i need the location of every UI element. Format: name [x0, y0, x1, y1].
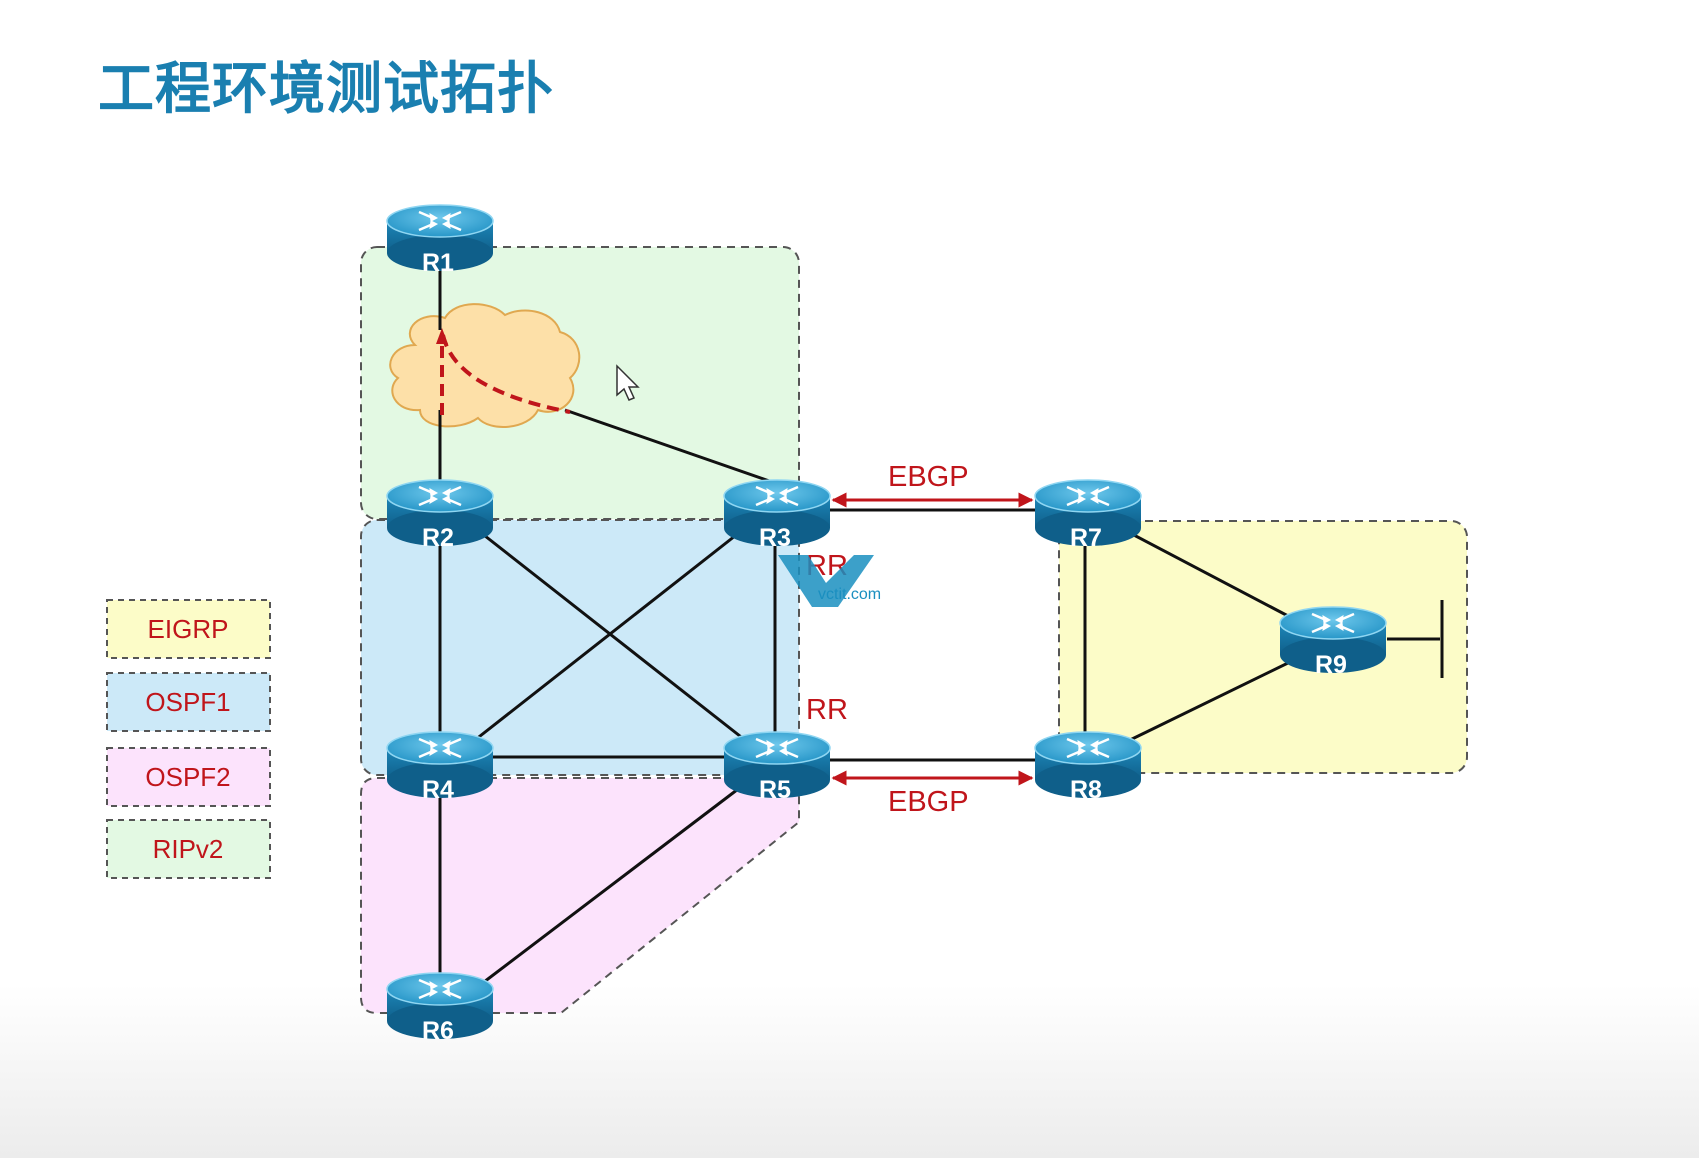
ebgp-label-top: EBGP: [888, 461, 969, 493]
area-ospf1: [360, 519, 800, 776]
link-cloud-r3: [564, 408, 776, 485]
links: [438, 268, 1444, 987]
legend-label-eigrp: EIGRP: [148, 614, 229, 644]
redistribution-path: [436, 328, 571, 415]
cloud-icon: [389, 303, 581, 429]
router-r6[interactable]: R6: [385, 971, 495, 1045]
router-r5[interactable]: R5: [722, 730, 832, 804]
router-r6-label: R6: [422, 1017, 454, 1045]
ebgp-label-bottom: EBGP: [888, 786, 969, 818]
legend-swatch-ospf2: [106, 747, 271, 807]
legend-label-ospf2: OSPF2: [145, 762, 230, 792]
legend-swatch-eigrp: [106, 599, 271, 659]
link-r8-r9: [1129, 660, 1291, 742]
link-r5-r6: [479, 778, 751, 987]
router-r8-label: R8: [1070, 776, 1102, 804]
rr-label-r5: RR: [806, 694, 848, 726]
router-r3-label: R3: [759, 524, 791, 552]
watermark: vctit.com: [778, 555, 881, 607]
router-r1-label: R1: [422, 249, 454, 277]
router-r7-label: R7: [1070, 524, 1102, 552]
watermark-text: vctit.com: [818, 586, 881, 603]
legend-swatch-ripv2: [106, 819, 271, 879]
router-r2-label: R2: [422, 524, 454, 552]
link-r2-r5: [479, 530, 746, 742]
legend-swatch-ospf1: [106, 672, 271, 732]
link-r3-r4: [474, 530, 741, 742]
router-r3[interactable]: R3: [722, 478, 832, 552]
router-r1[interactable]: R1: [385, 203, 495, 277]
router-r4[interactable]: R4: [385, 730, 495, 804]
router-r9[interactable]: R9: [1278, 605, 1388, 679]
area-ospf2: [360, 777, 800, 1014]
page-title: 工程环境测试拓扑: [98, 57, 554, 122]
router-r5-label: R5: [759, 776, 791, 804]
router-r8[interactable]: R8: [1033, 730, 1143, 804]
mouse-cursor-icon: [616, 364, 640, 401]
link-r7-r9: [1129, 531, 1291, 619]
router-r4-label: R4: [422, 776, 454, 804]
router-r7[interactable]: R7: [1033, 478, 1143, 552]
router-r9-label: R9: [1315, 651, 1347, 679]
area-eigrp: [1058, 520, 1468, 774]
legend: EIGRP OSPF1 OSPF2 RIPv2: [106, 599, 271, 879]
legend-label-ospf1: OSPF1: [145, 687, 230, 717]
legend-label-ripv2: RIPv2: [153, 834, 224, 864]
router-r2[interactable]: R2: [385, 478, 495, 552]
